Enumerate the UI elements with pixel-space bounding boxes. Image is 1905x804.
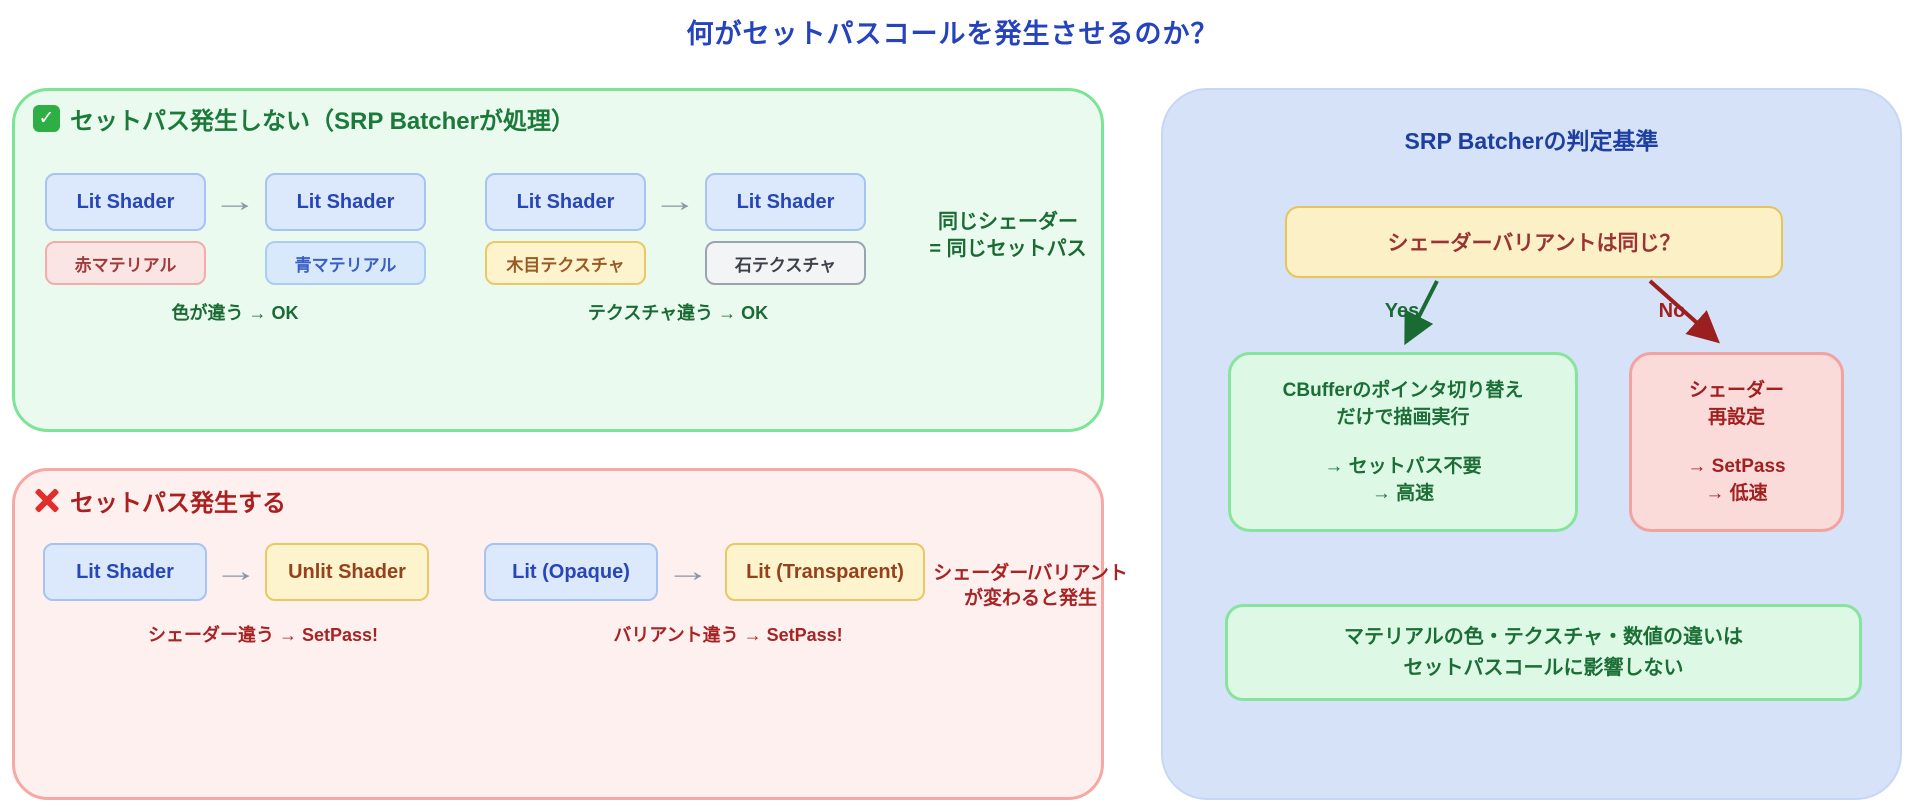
variant-question-box: シェーダーバリアントは同じ？ [1285, 206, 1783, 278]
no-result-line1: シェーダー [1688, 380, 1784, 401]
no-result-box: シェーダー 再設定 → SetPass → 低速 [1629, 352, 1844, 532]
page-title: 何がセットパスコールを発生させるのか？ [686, 19, 1219, 49]
group-caption: バリアント違う → SetPass! [613, 625, 843, 645]
right-arrow-icon: → [665, 555, 711, 588]
variant-change-note: シェーダー/バリアント が変わると発生 [908, 561, 1153, 611]
criteria-title: SRP Batcherの判定基準 [1404, 128, 1659, 154]
no-result-line3: → SetPass [1687, 456, 1786, 477]
no-setpass-section: ✓ セットパス発生しない（SRP Batcherが処理） Lit Shader … [12, 88, 1104, 432]
setpass-header: セットパス発生する [33, 483, 286, 518]
right-arrow-icon: → [212, 185, 258, 218]
material-node: 赤マテリアル [45, 241, 206, 285]
setpass-header-label: セットパス発生する [70, 490, 286, 517]
variant-change-note-line2: が変わると発生 [963, 588, 1097, 609]
right-arrow-icon: → [652, 185, 698, 218]
no-setpass-header: ✓ セットパス発生しない（SRP Batcherが処理） [33, 101, 575, 136]
no-label: No [1658, 300, 1686, 322]
right-arrow-icon: → [213, 555, 259, 588]
setpass-section: セットパス発生する Lit Shader → Unlit Shader シェーダ… [12, 468, 1128, 800]
criteria-panel: SRP Batcherの判定基準 シェーダーバリアントは同じ？ Yes No C… [1161, 88, 1902, 800]
yes-result-box: CBufferのポインタ切り替え だけで描画実行 → セットパス不要 → 高速 [1228, 352, 1578, 532]
material-note-line2: セットパスコールに影響しない [1403, 656, 1684, 679]
no-result-line4: → 低速 [1705, 483, 1768, 504]
shader-node: Lit (Opaque) [484, 543, 658, 601]
group-caption: 色が違う → OK [171, 303, 299, 323]
group-caption: シェーダー違う → SetPass! [147, 625, 379, 645]
material-note-box: マテリアルの色・テクスチャ・数値の違いは セットパスコールに影響しない [1225, 604, 1862, 701]
yes-result-line2: だけで描画実行 [1336, 407, 1470, 428]
yes-result-line1: CBufferのポインタ切り替え [1282, 380, 1524, 401]
shader-node: Lit Shader [485, 173, 646, 231]
same-shader-note: 同じシェーダー = 同じセットパス [893, 209, 1123, 263]
shader-node: Unlit Shader [265, 543, 429, 601]
group-caption: テクスチャ違う → OK [587, 303, 769, 323]
cross-icon [33, 487, 60, 514]
no-setpass-header-label: セットパス発生しない（SRP Batcherが処理） [70, 108, 575, 135]
shader-node: Lit Shader [43, 543, 207, 601]
shader-node: Lit (Transparent) [725, 543, 925, 601]
shader-node: Lit Shader [45, 173, 206, 231]
no-result-line2: 再設定 [1707, 407, 1765, 428]
shader-node: Lit Shader [705, 173, 866, 231]
check-icon: ✓ [33, 105, 60, 132]
yes-result-line3: → セットパス不要 [1324, 456, 1482, 477]
same-shader-note-line2: = 同じセットパス [929, 238, 1087, 260]
shader-node: Lit Shader [265, 173, 426, 231]
yes-label: Yes [1384, 300, 1420, 322]
material-node: 青マテリアル [265, 241, 426, 285]
texture-node: 木目テクスチャ [485, 241, 646, 285]
same-shader-note-line1: 同じシェーダー [938, 211, 1078, 233]
material-note-line1: マテリアルの色・テクスチャ・数値の違いは [1344, 625, 1743, 648]
yes-result-line4: → 高速 [1371, 483, 1435, 504]
texture-node: 石テクスチャ [705, 241, 866, 285]
variant-change-note-line1: シェーダー/バリアント [933, 563, 1128, 584]
